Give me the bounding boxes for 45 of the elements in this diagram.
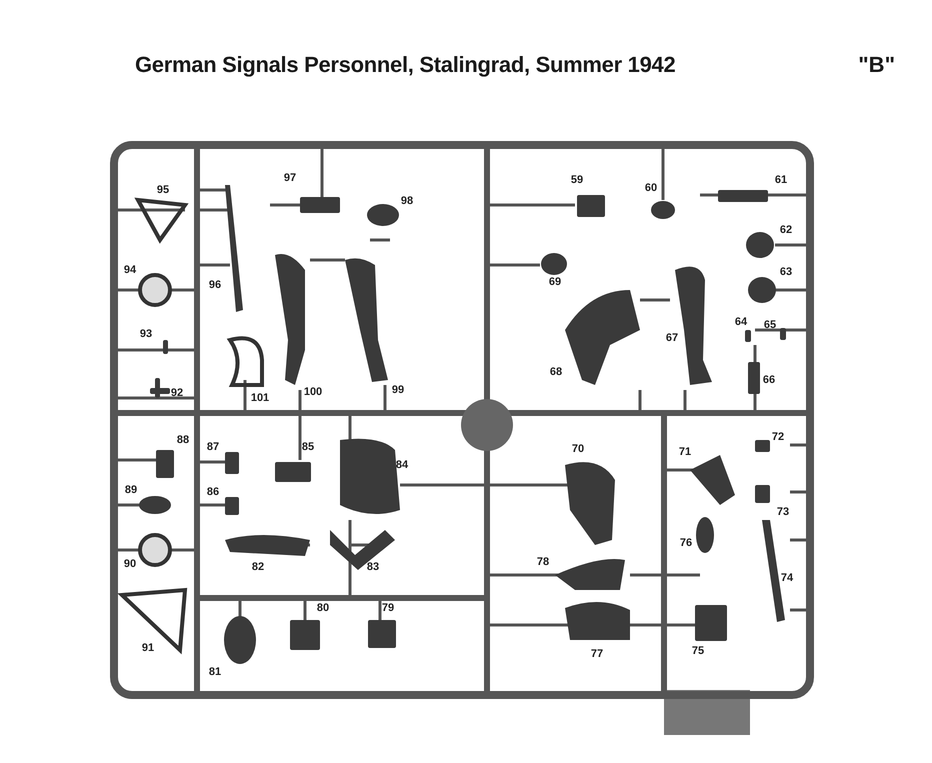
part-number: 97 <box>284 172 296 184</box>
part-number: 81 <box>208 666 222 678</box>
part-number: 68 <box>550 366 562 378</box>
part-number: 70 <box>572 443 584 455</box>
part-number: 71 <box>678 446 692 458</box>
part-number: 96 <box>208 279 222 291</box>
part-number: 79 <box>382 602 394 614</box>
part-number: 83 <box>366 561 380 573</box>
title: German Signals Personnel, Stalingrad, Summer 1942 <box>135 52 676 78</box>
part-number: 73 <box>776 506 790 518</box>
part-number: 78 <box>536 556 550 568</box>
part-number: 66 <box>762 374 776 386</box>
part-number: 60 <box>644 182 658 194</box>
part-number: 61 <box>774 174 788 186</box>
part-number: 77 <box>590 648 604 660</box>
part-number: 100 <box>304 386 322 398</box>
part-number: 101 <box>250 392 270 404</box>
part-number: 91 <box>142 642 154 654</box>
part-number: 99 <box>392 384 404 396</box>
part-number: 59 <box>570 174 584 186</box>
part-number: 90 <box>124 558 136 570</box>
part-number: 85 <box>302 441 314 453</box>
part-number: 82 <box>252 561 264 573</box>
part-number: 93 <box>140 328 152 340</box>
part-number: 65 <box>764 319 776 331</box>
part-number: 63 <box>780 266 792 278</box>
part-number: 89 <box>124 484 138 496</box>
part-number: 80 <box>316 602 330 614</box>
part-number: 86 <box>206 486 220 498</box>
part-number: 92 <box>170 387 184 399</box>
part-number: 98 <box>400 195 414 207</box>
part-number: 74 <box>780 572 794 584</box>
part-number: 76 <box>680 537 692 549</box>
part-number: 67 <box>666 332 678 344</box>
part-number: 75 <box>692 645 704 657</box>
part-number: 88 <box>176 434 190 446</box>
part-number: 72 <box>772 431 784 443</box>
part-number: 94 <box>124 264 136 276</box>
part-number: 64 <box>734 316 748 328</box>
part-number: 95 <box>156 184 170 196</box>
part-number: 87 <box>206 441 220 453</box>
part-number: 84 <box>396 459 408 471</box>
part-number: 69 <box>548 276 562 288</box>
variant-letter: "B" <box>858 52 895 78</box>
part-number: 62 <box>780 224 792 236</box>
